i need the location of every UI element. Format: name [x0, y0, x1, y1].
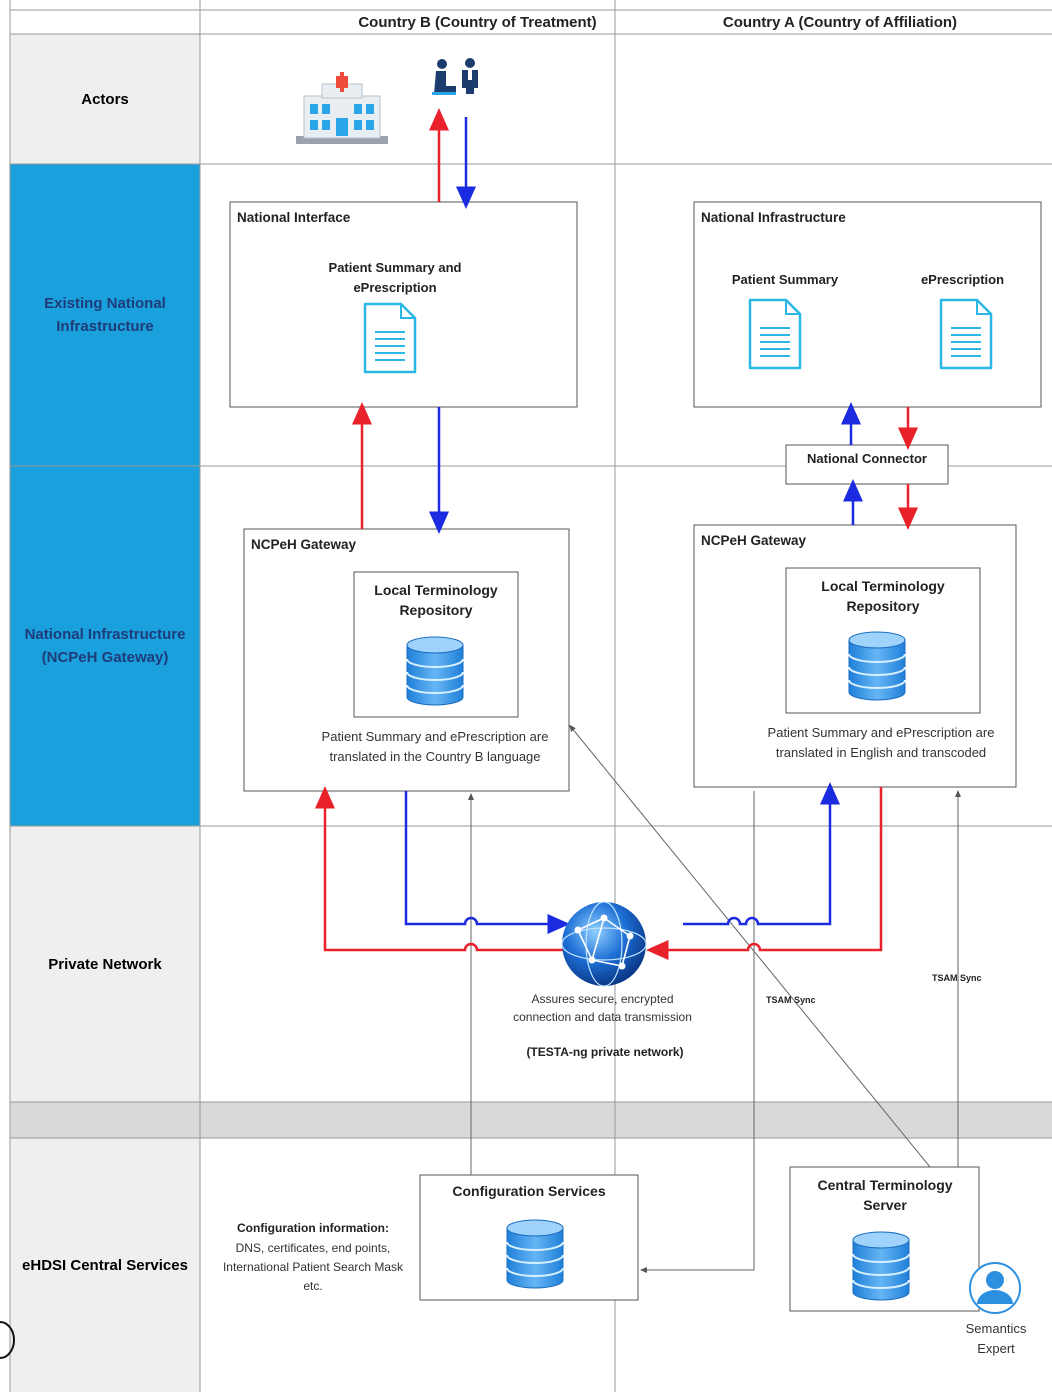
- gateway-b-title: NCPeH Gateway: [251, 537, 357, 552]
- database-icon: [852, 1231, 910, 1301]
- hospital-icon: [296, 72, 388, 144]
- document-icon: [363, 302, 417, 374]
- row-label-national-ncpeh: National Infrastructure (NCPeH Gateway): [24, 626, 186, 666]
- gateway-a-title: NCPeH Gateway: [701, 533, 807, 548]
- tsam-sync-label-2: TSAM Sync: [932, 973, 982, 983]
- row-label-actors: Actors: [81, 90, 129, 108]
- globe-network-icon: [561, 901, 647, 987]
- person-icon: [969, 1262, 1021, 1314]
- network-name: (TESTA-ng private network): [526, 1045, 684, 1059]
- eprescription-label: ePrescription: [920, 272, 1005, 287]
- row-label-existing-national: Existing National Infrastructure: [44, 295, 166, 335]
- row-label-private-network: Private Network: [48, 955, 162, 973]
- repo-a-label: Local Terminology Repository: [821, 578, 945, 614]
- central-terminology-server-label: Central Terminology Server: [817, 1177, 953, 1213]
- gateway-b-note: Patient Summary and ePrescription are tr…: [321, 729, 549, 764]
- configuration-info-body: DNS, certificates, end points, Internati…: [222, 1241, 404, 1293]
- national-interface-title: National Interface: [237, 210, 351, 225]
- tsam-sync-label-1: TSAM Sync: [766, 995, 816, 1005]
- configuration-info-title: Configuration information:: [237, 1221, 389, 1235]
- network-description: Assures secure, encrypted connection and…: [513, 992, 692, 1024]
- column-header-country-b: Country B (Country of Treatment): [358, 14, 597, 31]
- actors-band: [10, 34, 200, 164]
- database-icon: [848, 631, 906, 701]
- request-flows-red: [315, 108, 918, 960]
- database-icon: [506, 1219, 564, 1289]
- national-interface-doc-label: Patient Summary and ePrescription: [328, 260, 462, 295]
- private-network-band: [10, 826, 200, 1102]
- response-flows-blue: [404, 117, 863, 934]
- patient-summary-label: Patient Summary: [731, 272, 839, 287]
- separator-band: [10, 1102, 1052, 1138]
- national-connector-box: [785, 444, 949, 485]
- national-connector-label: National Connector: [807, 451, 927, 466]
- central-band: [10, 1138, 200, 1392]
- national-band: [10, 164, 200, 826]
- sync-lines: [468, 724, 961, 1273]
- gateway-a-note: Patient Summary and ePrescription are tr…: [767, 725, 995, 760]
- row-label-central-services: eHDSI Central Services: [22, 1256, 188, 1274]
- grid-lines: [9, 0, 1052, 1392]
- document-icon: [748, 298, 802, 370]
- document-icon: [939, 298, 993, 370]
- column-header-country-a: Country A (Country of Affiliation): [722, 14, 958, 31]
- patient-doctor-icon: [432, 58, 478, 95]
- national-infrastructure-box: [693, 201, 1042, 408]
- edge-fragment: [0, 1321, 15, 1359]
- national-infrastructure-title: National Infrastructure: [701, 210, 846, 225]
- semantics-expert-label: Semantics Expert: [965, 1321, 1027, 1356]
- configuration-services-label: Configuration Services: [452, 1183, 606, 1199]
- repo-b-label: Local Terminology Repository: [374, 582, 498, 618]
- database-icon: [406, 636, 464, 706]
- national-interface-box: [229, 201, 578, 408]
